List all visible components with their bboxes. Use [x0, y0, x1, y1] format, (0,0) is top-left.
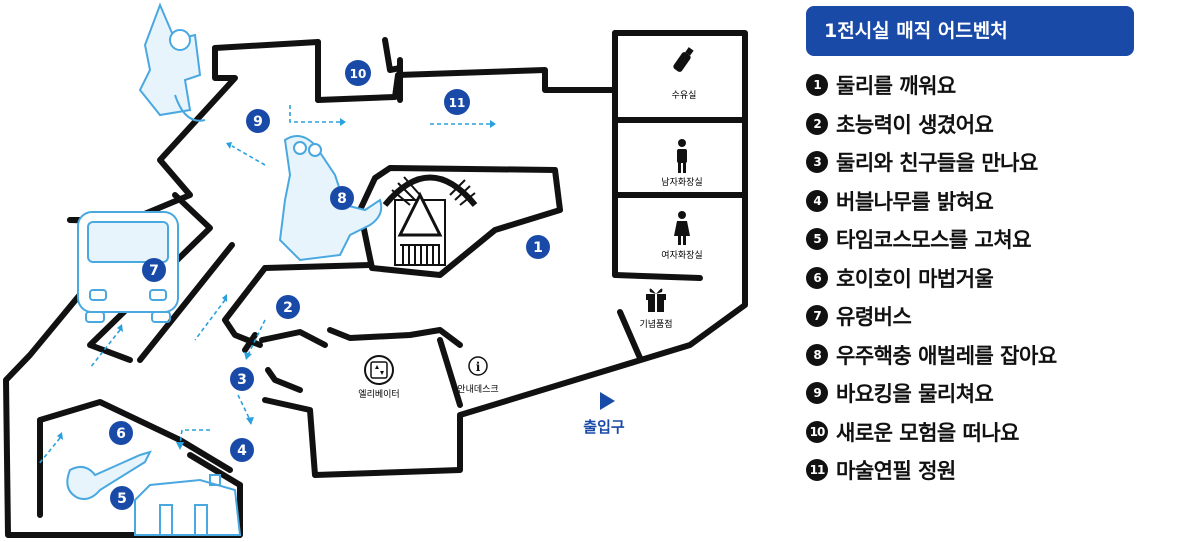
- route-arrows: [37, 105, 490, 466]
- legend-item: 5 타임코스모스를 고쳐요: [806, 220, 1182, 259]
- legend-item-label: 초능력이 생겼어요: [836, 112, 994, 137]
- legend-item-number: 8: [806, 343, 828, 366]
- marker-2: 2: [276, 295, 300, 319]
- man-icon: [677, 139, 687, 173]
- legend-item: 7 유령버스: [806, 297, 1182, 336]
- legend-item: 6 호이호이 마법거울: [806, 259, 1182, 298]
- svg-text:11: 11: [449, 96, 466, 110]
- svg-text:출입구: 출입구: [583, 418, 625, 436]
- info-icon: i: [468, 356, 488, 376]
- legend-item-label: 새로운 모험을 떠나요: [836, 420, 1020, 445]
- marker-4: 4: [230, 438, 254, 462]
- legend-item: 1 둘리를 깨워요: [806, 66, 1182, 105]
- legend-item-label: 호이호이 마법거울: [836, 266, 994, 291]
- legend-item-number: 1: [806, 74, 828, 97]
- legend-list: 1 둘리를 깨워요 2 초능력이 생겼어요 3 둘리와 친구들을 만나요 4 버블나무를 밝혀…: [806, 66, 1182, 490]
- svg-text:3: 3: [237, 372, 247, 388]
- svg-text:엘리베이터: 엘리베이터: [358, 389, 399, 400]
- mens-restroom: 남자화장실: [661, 139, 703, 188]
- gift-shop: 기념품점: [639, 288, 673, 330]
- legend-item: 11 마술연필 정원: [806, 451, 1182, 490]
- legend-item: 9 바요킹을 물리쳐요: [806, 374, 1182, 413]
- svg-text:i: i: [476, 360, 481, 374]
- svg-text:여자화장실: 여자화장실: [661, 249, 702, 261]
- legend-item-number: 2: [806, 112, 828, 135]
- marker-1: 1: [526, 235, 550, 259]
- legend-item: 2 초능력이 생겼어요: [806, 105, 1182, 144]
- baby-bottle-icon: [673, 47, 694, 72]
- legend-item-number: 7: [806, 305, 828, 328]
- info-desk: i 안내데스크: [457, 356, 499, 395]
- legend-item-label: 우주핵충 애벌레를 잡아요: [836, 343, 1057, 368]
- marker-11: 11: [444, 89, 470, 115]
- svg-text:9: 9: [253, 114, 263, 130]
- svg-text:기념품점: 기념품점: [639, 318, 672, 330]
- svg-text:10: 10: [350, 67, 367, 81]
- legend-item-label: 유령버스: [836, 305, 912, 330]
- marker-5: 5: [110, 486, 134, 510]
- illustration-wizard: [138, 2, 206, 122]
- entrance-arrow-icon: [600, 392, 615, 410]
- svg-text:수유실: 수유실: [672, 90, 697, 101]
- floor-map: 1 2 3 4 5 6 7 8: [3, 2, 748, 538]
- svg-text:7: 7: [149, 263, 159, 279]
- legend-item-number: 6: [806, 266, 828, 289]
- map-markers: 1 2 3 4 5 6 7 8: [109, 60, 550, 510]
- legend-item-number: 5: [806, 228, 828, 251]
- legend-item: 10 새로운 모험을 떠나요: [806, 413, 1182, 452]
- svg-text:6: 6: [116, 426, 126, 442]
- marker-10: 10: [345, 60, 371, 86]
- illustration-building: [134, 474, 242, 536]
- legend-item-number: 9: [806, 382, 828, 405]
- legend-title: 1전시실 매직 어드벤처: [806, 6, 1134, 56]
- svg-text:2: 2: [283, 300, 293, 316]
- legend-item-label: 둘리를 깨워요: [836, 74, 956, 99]
- route-arrowheads: [57, 118, 496, 450]
- legend-item-label: 바요킹을 물리쳐요: [836, 382, 994, 407]
- svg-text:남자화장실: 남자화장실: [661, 177, 702, 188]
- elevator: 엘리베이터: [358, 355, 400, 400]
- illustration-violin: [66, 450, 152, 500]
- illustration-bus: [77, 211, 179, 323]
- marker-8: 8: [330, 186, 354, 210]
- svg-text:안내데스크: 안내데스크: [457, 384, 498, 395]
- legend-item: 4 버블나무를 밝혀요: [806, 182, 1182, 221]
- legend-item-label: 버블나무를 밝혀요: [836, 189, 994, 214]
- elevator-icon: [370, 361, 388, 379]
- svg-text:4: 4: [237, 443, 247, 459]
- legend: 1전시실 매직 어드벤처 1 둘리를 깨워요 2 초능력이 생겼어요 3 둘리와 친구들을…: [806, 6, 1182, 490]
- legend-item-label: 둘리와 친구들을 만나요: [836, 151, 1038, 176]
- marker-3: 3: [230, 367, 254, 391]
- legend-item-number: 4: [806, 189, 828, 212]
- staircase: [382, 174, 478, 266]
- gift-icon: [646, 288, 666, 312]
- svg-text:1: 1: [533, 240, 543, 256]
- marker-9: 9: [246, 109, 270, 133]
- legend-item-number: 3: [806, 151, 828, 174]
- nursing-room: 수유실: [672, 47, 697, 101]
- woman-icon: [674, 211, 690, 245]
- legend-item-number: 11: [806, 459, 828, 482]
- svg-text:8: 8: [337, 191, 347, 207]
- marker-6: 6: [109, 421, 133, 445]
- svg-text:5: 5: [117, 491, 127, 507]
- legend-item-label: 마술연필 정원: [836, 459, 956, 484]
- entrance: 출입구: [583, 392, 625, 436]
- legend-item: 8 우주핵충 애벌레를 잡아요: [806, 336, 1182, 375]
- legend-item-label: 타임코스모스를 고쳐요: [836, 228, 1032, 253]
- legend-item-number: 10: [806, 420, 828, 443]
- marker-7: 7: [142, 258, 166, 282]
- womens-restroom: 여자화장실: [661, 211, 703, 261]
- legend-item: 3 둘리와 친구들을 만나요: [806, 143, 1182, 182]
